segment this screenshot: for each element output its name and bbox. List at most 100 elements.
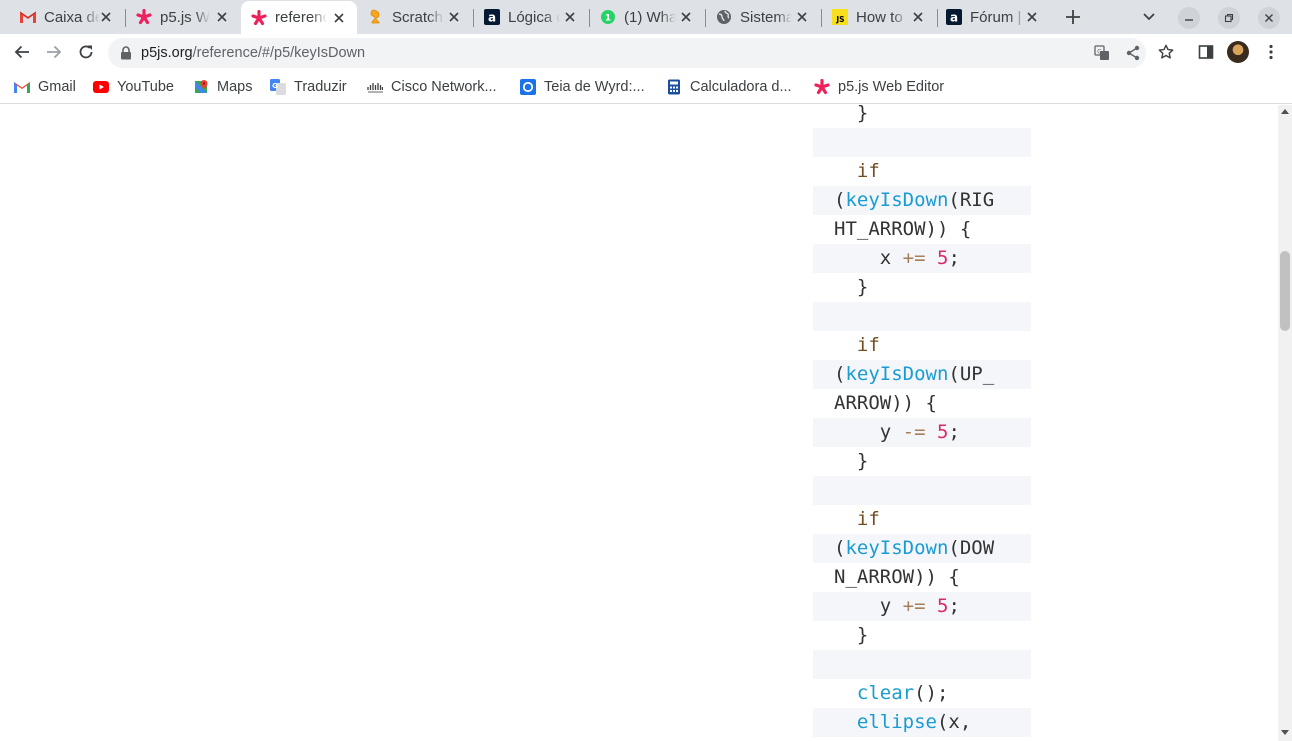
translate-page-icon[interactable]: G [1093, 44, 1111, 62]
side-panel-icon[interactable] [1196, 42, 1216, 62]
tab-how-to[interactable]: JS How to [822, 0, 936, 34]
bookmark-star-icon[interactable] [1156, 42, 1176, 62]
code-line: } [834, 450, 869, 472]
bookmark-label: YouTube [117, 79, 174, 95]
code-line-blank [813, 650, 1031, 679]
bookmark-label: Traduzir [294, 79, 347, 95]
minimize-window-icon[interactable] [1178, 7, 1200, 29]
code-line: x += 5; [813, 244, 1031, 273]
scrollbar-thumb[interactable] [1280, 251, 1290, 331]
bookmark-p5-editor[interactable]: p5.js Web Editor [814, 77, 944, 97]
code-example-block: } if (keyIsDown(RIG HT_ARROW)) { x += 5;… [813, 105, 1031, 737]
close-window-icon[interactable] [1258, 7, 1280, 29]
tab-logica[interactable]: a Lógica de Programação [474, 0, 588, 34]
tab-title: Caixa de entrada [44, 8, 100, 26]
kebab-menu-icon[interactable] [1261, 42, 1281, 62]
url-text[interactable]: p5js.org/reference/#/p5/keyIsDown [141, 45, 365, 61]
p5-asterisk-icon [251, 9, 267, 26]
tab-forum[interactable]: a Fórum | Alura [938, 0, 1050, 34]
tab-title: p5.js Web Editor [160, 8, 210, 26]
tab-search-chevron-down-icon[interactable] [1140, 8, 1158, 26]
alura-icon: a [484, 9, 500, 25]
scratch-icon [368, 9, 384, 25]
tab-title: (1) WhatsApp [624, 8, 676, 26]
svg-text:a: a [950, 11, 958, 25]
gmail-icon [14, 79, 30, 95]
url-path: /reference/#/p5/keyIsDown [192, 45, 366, 61]
tab-scratch[interactable]: Scratch [358, 0, 472, 34]
bookmark-teia-de-wyrd[interactable]: Teia de Wyrd:... [520, 77, 645, 97]
tab-title: Scratch [392, 8, 443, 26]
bookmark-label: Gmail [38, 79, 76, 95]
lock-icon[interactable] [120, 46, 132, 60]
tab-title: Lógica de Programação [508, 8, 560, 26]
close-icon[interactable] [331, 10, 347, 26]
address-bar[interactable]: p5js.org/reference/#/p5/keyIsDown G [108, 38, 1146, 68]
bookmark-traduzir[interactable]: G Traduzir [270, 77, 347, 97]
close-icon[interactable] [98, 9, 114, 25]
code-line: y -= 5; [813, 418, 1031, 447]
bookmark-maps[interactable]: Maps [193, 77, 252, 97]
code-line: y += 5; [813, 592, 1031, 621]
bookmark-calculadora[interactable]: Calculadora d... [666, 77, 792, 97]
bookmark-label: Teia de Wyrd:... [544, 79, 645, 95]
google-translate-icon: G [270, 79, 286, 95]
close-icon[interactable] [1024, 9, 1040, 25]
code-line: if [834, 160, 880, 182]
profile-avatar[interactable] [1227, 41, 1249, 63]
reload-icon[interactable] [75, 41, 97, 63]
new-tab-plus-icon[interactable] [1062, 6, 1084, 28]
url-host: p5js.org [141, 45, 193, 61]
scroll-down-arrow-icon[interactable] [1281, 730, 1289, 735]
share-icon[interactable] [1124, 44, 1142, 62]
vertical-scrollbar[interactable] [1278, 105, 1292, 741]
code-line: ellipse(x, [813, 708, 1031, 737]
bookmark-gmail[interactable]: Gmail [14, 77, 76, 97]
tab-gmail[interactable]: Caixa de entrada [0, 0, 124, 34]
svg-text:G: G [1097, 49, 1102, 56]
scroll-up-arrow-icon[interactable] [1281, 109, 1289, 114]
calculator-icon [666, 79, 682, 95]
tab-reference-active[interactable]: reference | keyIsDown [241, 1, 357, 34]
close-icon[interactable] [214, 9, 230, 25]
tab-separator [937, 9, 938, 27]
code-line: clear(); [856, 682, 949, 704]
tab-separator [125, 9, 126, 27]
code-line: (keyIsDown(DOW [813, 534, 1031, 563]
p5-asterisk-icon [814, 79, 830, 95]
tab-title: How to [856, 8, 903, 26]
close-icon[interactable] [446, 9, 462, 25]
alura-icon: a [946, 9, 962, 25]
code-line: HT_ARROW)) { [834, 218, 972, 240]
restore-window-icon[interactable] [1218, 7, 1240, 29]
tab-title: Sistema [740, 8, 792, 26]
gmail-icon [20, 9, 36, 25]
code-line: (keyIsDown(UP_ [813, 360, 1031, 389]
youtube-icon [93, 79, 109, 95]
close-icon[interactable] [678, 9, 694, 25]
bookmark-label: Maps [217, 79, 253, 95]
tab-sistema[interactable]: Sistema [706, 0, 820, 34]
code-line-blank [813, 302, 1031, 331]
code-line-blank [813, 128, 1031, 157]
code-line: } [834, 624, 869, 646]
code-line: ARROW)) { [834, 392, 937, 414]
tab-separator [589, 9, 590, 27]
close-icon[interactable] [910, 9, 926, 25]
back-arrow-icon[interactable] [11, 41, 33, 63]
tab-whatsapp[interactable]: 1 (1) WhatsApp [590, 0, 704, 34]
bookmark-youtube[interactable]: YouTube [93, 77, 174, 97]
bookmark-cisco[interactable]: Cisco Network... [367, 77, 497, 97]
tab-p5-editor[interactable]: p5.js Web Editor [126, 0, 240, 34]
p5-asterisk-icon [136, 9, 152, 25]
globe-icon [716, 9, 732, 25]
code-line: N_ARROW)) { [834, 566, 960, 588]
svg-text:JS: JS [835, 15, 844, 24]
tab-title: Fórum | Alura [970, 8, 1026, 26]
code-line: if [834, 508, 880, 530]
close-icon[interactable] [794, 9, 810, 25]
svg-text:G: G [272, 82, 278, 90]
close-icon[interactable] [562, 9, 578, 25]
forward-arrow-icon[interactable] [43, 41, 65, 63]
code-line: if [834, 334, 880, 356]
